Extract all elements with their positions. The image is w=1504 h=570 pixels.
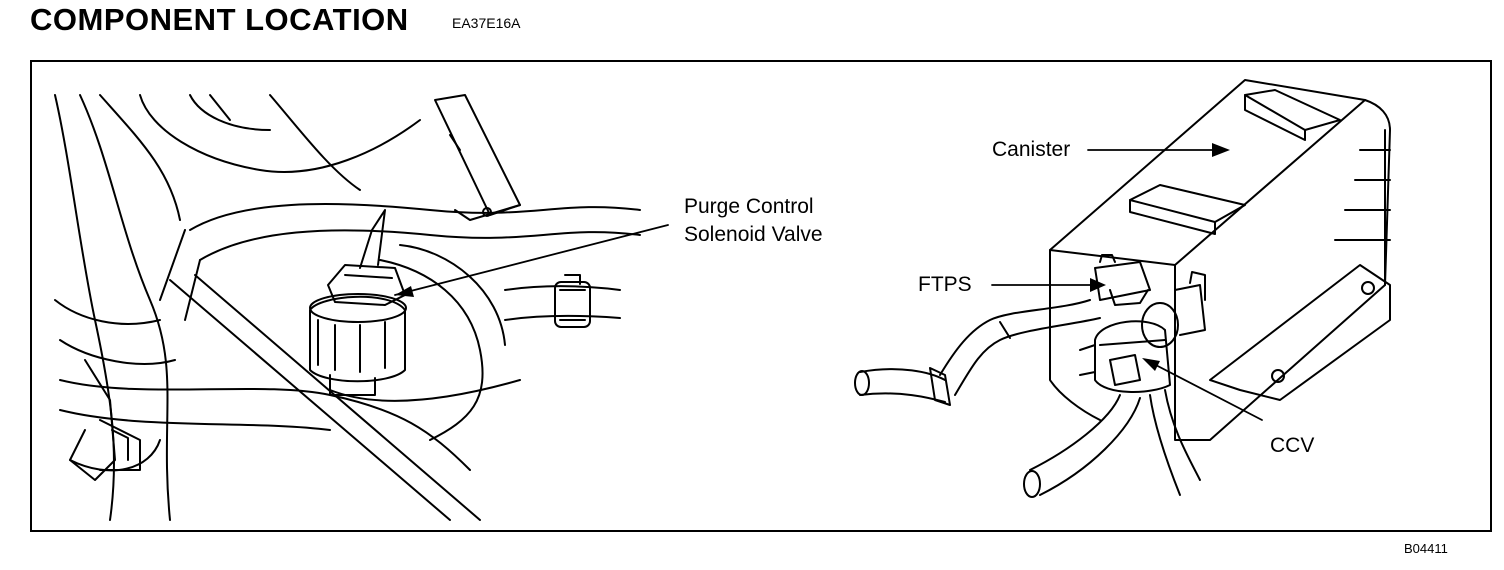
ftps-label: FTPS [918, 273, 972, 296]
ftps-arrow-head [1090, 278, 1106, 292]
purge-label-line1: Purge Control [684, 195, 814, 218]
purge-arrow-head [395, 286, 414, 297]
engine-bay-drawing [54, 94, 641, 521]
canister-label: Canister [992, 138, 1071, 161]
leader-lines [394, 149, 1263, 421]
ccv-label: CCV [1270, 434, 1315, 457]
section-code: EA37E16A [452, 15, 521, 31]
ccv-arrow-head [1142, 358, 1160, 371]
canister-arrow-head [1212, 143, 1230, 157]
canister-drawing [854, 79, 1391, 498]
illustration-frame [30, 60, 1492, 532]
figure-number: B04411 [1404, 541, 1448, 556]
page-title: COMPONENT LOCATION [30, 2, 409, 37]
purge-label-line2: Solenoid Valve [684, 223, 823, 246]
arrow-heads [395, 143, 1230, 371]
